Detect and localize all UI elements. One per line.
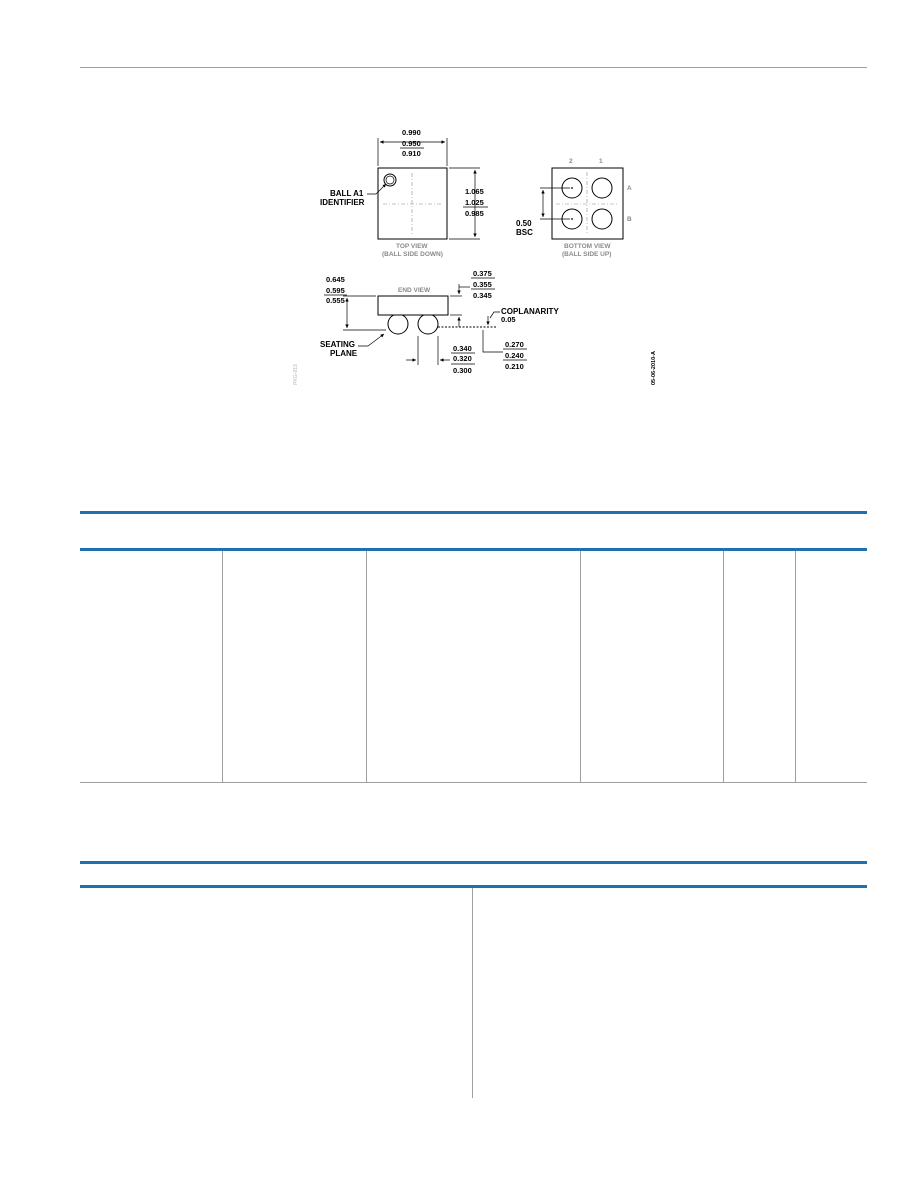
top-view-caption: TOP VIEW (396, 243, 428, 250)
end-view-ball-left (387, 313, 409, 335)
bottom-view: 2 1 A B 0.50 BSC BOTTOM VIEW (BALL SIDE … (516, 158, 632, 258)
ball-pitch: 0.50 (516, 219, 532, 228)
top-width-min: 0.910 (402, 149, 421, 158)
ball-b1 (591, 208, 613, 230)
ball-a1-identifier-mark (383, 173, 397, 187)
total-height-max: 0.645 (326, 275, 345, 284)
ball-diameter-max: 0.340 (453, 344, 472, 353)
col-label-1: 1 (599, 158, 603, 165)
body-thickness-min: 0.345 (473, 291, 492, 300)
table-column-divider (366, 551, 367, 782)
table-column-divider (795, 551, 796, 782)
seating-plane-label-2: PLANE (330, 349, 358, 358)
total-height-min: 0.555 (326, 296, 345, 305)
top-height-min: 0.985 (465, 209, 484, 218)
standoff-min: 0.210 (505, 362, 524, 371)
top-view-body (377, 167, 448, 240)
top-view-caption-sub: (BALL SIDE DOWN) (382, 251, 443, 258)
ball-a1-identifier-label: IDENTIFIER (320, 198, 365, 207)
ball-diameter-min: 0.300 (453, 366, 472, 375)
bottom-view-caption-sub: (BALL SIDE UP) (562, 251, 611, 258)
table2-header-rule (80, 885, 867, 888)
header-rule (80, 67, 867, 68)
table-column-divider (222, 551, 223, 782)
drawing-date-code: 05-06-2010-A (651, 351, 657, 385)
col-label-2: 2 (569, 158, 573, 165)
section-rule-bottom (80, 861, 867, 864)
top-width-max: 0.990 (402, 128, 421, 137)
total-height-nom: 0.595 (326, 286, 345, 295)
table2-column-divider (472, 888, 473, 1098)
table-column-divider (723, 551, 724, 782)
ball-a1-label: BALL A1 (330, 189, 364, 198)
top-width-nom: 0.950 (402, 139, 421, 148)
section-rule-top (80, 511, 867, 514)
coplanarity-value: 0.05 (501, 315, 516, 324)
body-thickness-max: 0.375 (473, 269, 492, 278)
table-bottom-rule (80, 782, 867, 783)
bottom-view-caption: BOTTOM VIEW (564, 243, 611, 250)
ball-pitch-bsc: BSC (516, 228, 533, 237)
ball-diameter-nom: 0.320 (453, 354, 472, 363)
row-label-a: A (627, 185, 632, 192)
standoff-nom: 0.240 (505, 351, 524, 360)
ball-a1 (591, 177, 613, 199)
end-view-ball-right (417, 313, 439, 335)
top-view: 0.990 0.950 0.910 1.065 1.025 0.985 BALL… (320, 128, 488, 258)
coplanarity-label: COPLANARITY (501, 307, 559, 316)
bottom-view-body (551, 167, 624, 240)
package-code-left: PKG-013 (293, 364, 299, 385)
table-column-divider (580, 551, 581, 782)
end-view-label: END VIEW (398, 287, 431, 294)
row-label-b: B (627, 216, 632, 223)
end-view: END VIEW 0.645 0.595 0.555 0.375 0.355 0… (320, 269, 559, 375)
standoff-max: 0.270 (505, 340, 524, 349)
top-height-nom: 1.025 (465, 198, 484, 207)
seating-plane-label: SEATING (320, 340, 355, 349)
table-header-rule (80, 548, 867, 551)
body-thickness-nom: 0.355 (473, 280, 492, 289)
top-height-max: 1.065 (465, 187, 484, 196)
